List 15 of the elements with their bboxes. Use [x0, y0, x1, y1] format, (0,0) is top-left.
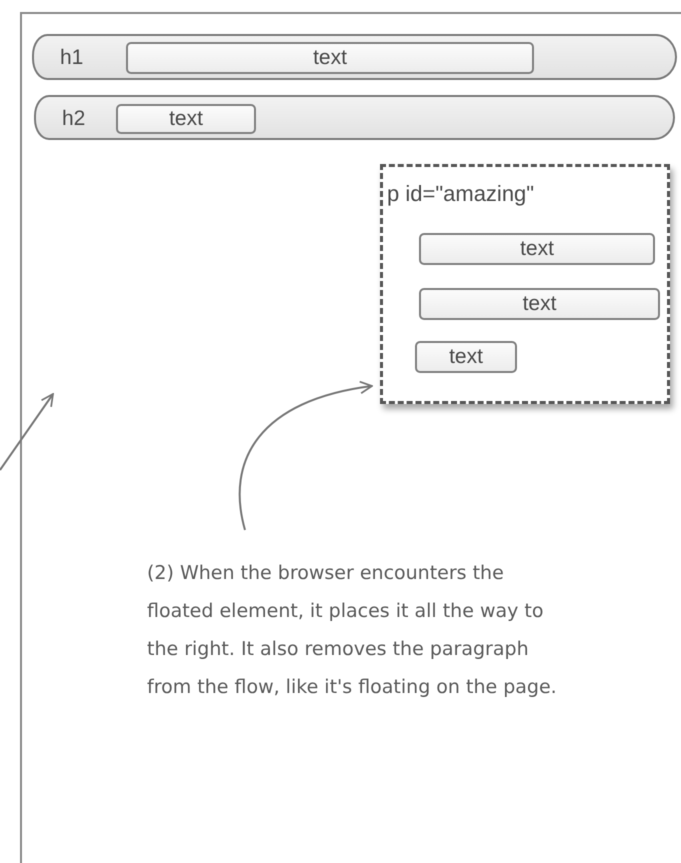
heading-bar	[32, 34, 677, 80]
heading-tag-label: h1	[60, 46, 84, 70]
arrow	[238, 381, 373, 530]
text-box: text	[126, 42, 534, 74]
text-box: text	[116, 104, 256, 134]
text-box: text	[419, 233, 655, 265]
arrow	[0, 393, 54, 471]
text-box: text	[415, 341, 517, 373]
note-text: (2) When the browser encounters the floated element, it places it all the way to the right. It also removes the paragraph from the flow, like it's floating on the page.	[147, 554, 557, 754]
floated-paragraph-box	[380, 164, 670, 404]
heading-bar	[34, 95, 675, 140]
paragraph-id-label: p id="amazing"	[387, 181, 534, 207]
page-frame	[20, 12, 681, 863]
heading-tag-label: h2	[62, 107, 86, 131]
text-box: text	[419, 288, 660, 320]
